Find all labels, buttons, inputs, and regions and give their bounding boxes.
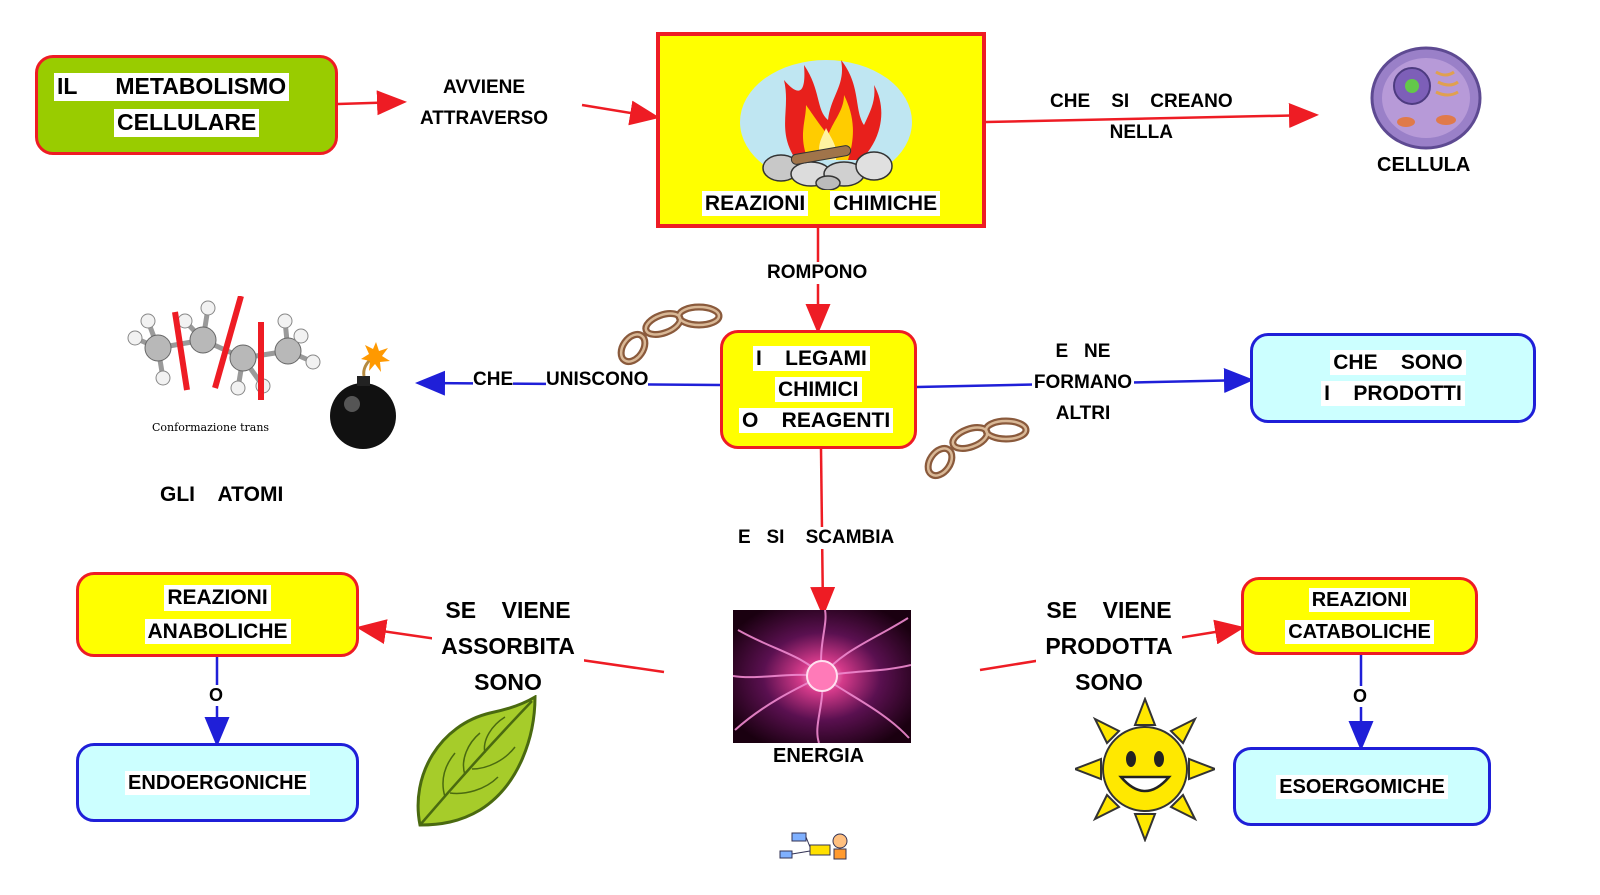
formano-line3: ALTRI [1055, 403, 1111, 424]
reazioni-left: REAZIONI [701, 190, 809, 216]
prodotta-line1: SE VIENE [1046, 597, 1172, 623]
creano-line1: CHE SI CREANO [1050, 91, 1233, 112]
cell-icon [1370, 46, 1482, 150]
chain-icon [924, 417, 1030, 480]
metabolismo-line1: IL METABOLISMO [54, 73, 290, 101]
cataboliche-line2: CATABOLICHE [1285, 620, 1434, 644]
assorbita-line1: SE VIENE [445, 597, 571, 623]
arrow-avviene-reazioni [581, 100, 660, 126]
endoergoniche-label: ENDOERGONICHE [125, 770, 310, 795]
cataboliche-line1: REAZIONI [1308, 588, 1411, 612]
legami-line3: O REAGENTI [739, 408, 894, 434]
link-avviene: AVVIENE ATTRAVERSO [420, 72, 548, 134]
link-scambia: E SI SCAMBIA [738, 527, 895, 549]
assorbita-line3: SONO [474, 669, 542, 695]
campfire-icon [740, 60, 912, 190]
creano-line2: NELLA [1109, 122, 1173, 143]
link-formano: E NE FORMANO ALTRI [1032, 336, 1134, 429]
link-che: CHE [473, 369, 514, 391]
link-o-right: O [1353, 686, 1368, 707]
anaboliche-line1: REAZIONI [164, 585, 271, 611]
arrow-metabolismo-avviene [337, 90, 407, 116]
formano-line1: E NE [1055, 341, 1111, 362]
node-endoergoniche: ENDOERGONICHE [76, 743, 359, 822]
assorbita-line2: ASSORBITA [432, 628, 584, 664]
reazioni-right: CHIMICHE [830, 190, 941, 216]
plasma-ball-icon [733, 610, 911, 743]
link-assorbita: SE VIENE ASSORBITA SONO [432, 592, 584, 700]
node-prodotti: CHE SONO I PRODOTTI [1250, 333, 1536, 423]
legami-line2: CHIMICI [775, 376, 862, 403]
molecule-caption: Conformazione trans [152, 421, 270, 434]
node-anaboliche: REAZIONI ANABOLICHE [76, 572, 359, 657]
sun-icon [1075, 697, 1215, 842]
arrow-reazioni-cellula [985, 103, 1319, 129]
node-energia: ENERGIA [773, 745, 865, 767]
node-legami: I LEGAMI CHIMICI O REAGENTI [720, 330, 917, 449]
node-reazioni-chimiche: REAZIONI CHIMICHE [656, 32, 986, 228]
link-creano: CHE SI CREANO NELLA [1050, 86, 1233, 148]
legami-line1: I LEGAMI [753, 345, 870, 371]
node-cellula: CELLULA [1377, 154, 1471, 176]
anaboliche-line2: ANABOLICHE [144, 618, 291, 644]
prodotta-line3: SONO [1075, 669, 1143, 695]
prodotti-line1: CHE SONO [1330, 349, 1466, 375]
node-atomi: GLI ATOMI [160, 483, 284, 506]
link-rompono: ROMPONO [767, 262, 868, 284]
node-cataboliche: REAZIONI CATABOLICHE [1241, 577, 1478, 655]
metabolismo-line2: CELLULARE [114, 109, 260, 137]
bomb-icon [330, 342, 396, 449]
prodotta-line2: PRODOTTA [1036, 628, 1182, 664]
mindmap-logo-icon [779, 832, 848, 860]
molecule-icon [127, 296, 321, 400]
leaf-icon [416, 695, 537, 827]
link-uniscono: UNISCONO [546, 369, 649, 391]
link-prodotta: SE VIENE PRODOTTA SONO [1036, 592, 1182, 700]
node-metabolismo: IL METABOLISMO CELLULARE [35, 55, 338, 155]
prodotti-line2: I PRODOTTI [1321, 381, 1465, 407]
node-esoergomiche: ESOERGOMICHE [1233, 747, 1491, 826]
esoergomiche-label: ESOERGOMICHE [1276, 774, 1448, 799]
formano-line2: FORMANO [1032, 367, 1134, 398]
avviene-line1: AVVIENE [443, 77, 526, 98]
link-o-left: O [209, 685, 224, 706]
avviene-line2: ATTRAVERSO [420, 108, 549, 129]
chain-icon [617, 303, 723, 366]
